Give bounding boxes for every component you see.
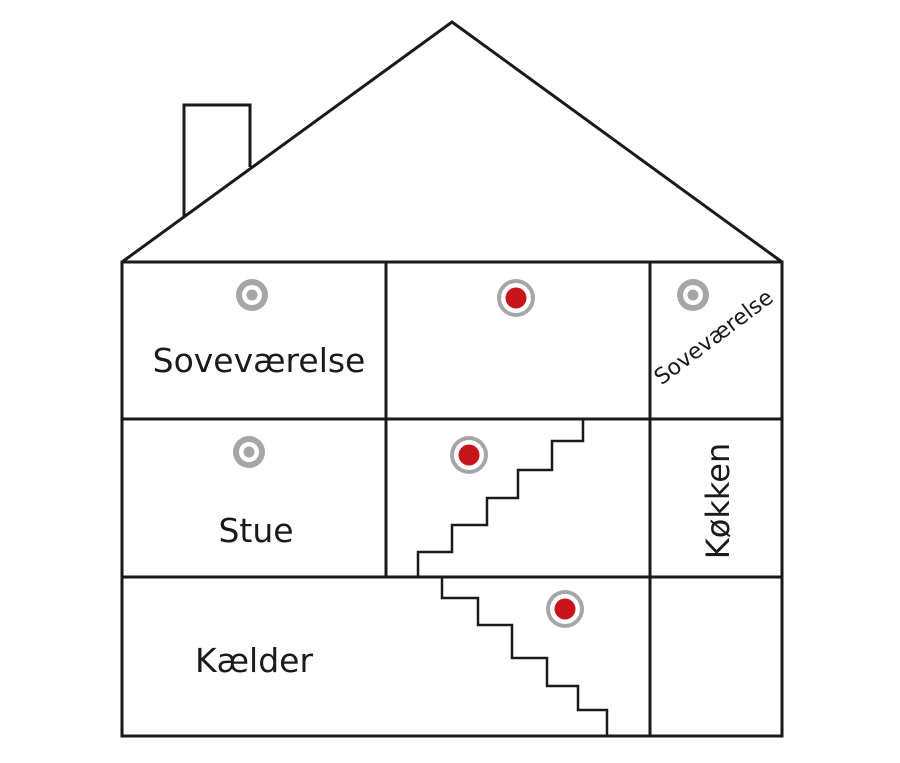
smoke-detector-active-icon	[546, 590, 584, 628]
staircase-upper	[416, 419, 585, 577]
smoke-detector-active-icon	[450, 436, 488, 474]
smoke-detector-active-icon	[497, 279, 535, 317]
room-label-kitchen: Køkken	[699, 443, 737, 559]
roof	[121, 20, 783, 264]
staircase-basement	[440, 577, 609, 736]
smoke-detector-icon	[233, 436, 265, 468]
chimney	[182, 103, 252, 216]
room-label-living-room: Stue	[218, 511, 293, 550]
room-label-basement: Kælder	[195, 641, 313, 680]
smoke-detector-icon	[677, 279, 709, 311]
house-outline	[120, 260, 784, 738]
room-label-bedroom-right: Soveværelse	[650, 285, 778, 390]
room-label-bedroom-left: Soveværelse	[153, 341, 366, 380]
smoke-detector-icon	[236, 279, 268, 311]
